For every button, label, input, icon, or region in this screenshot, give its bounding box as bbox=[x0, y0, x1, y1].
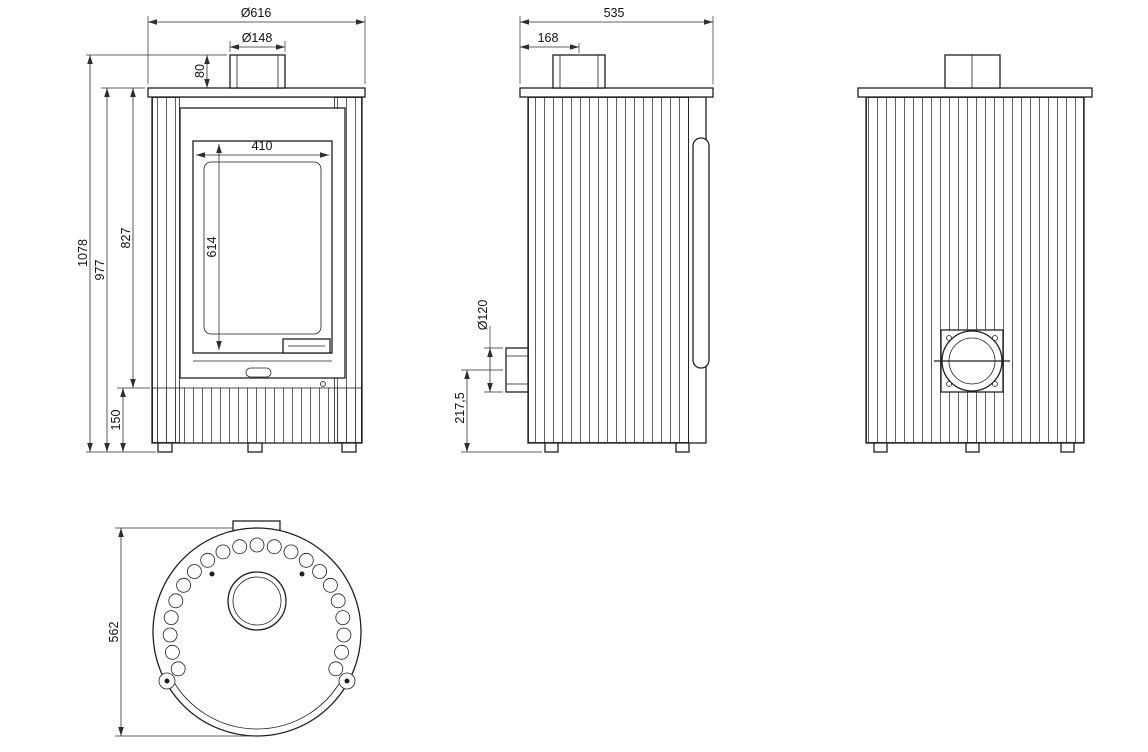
top-front-rim bbox=[172, 680, 342, 730]
front-door bbox=[179, 107, 346, 387]
side-view bbox=[505, 54, 714, 453]
side-door-handle bbox=[692, 137, 710, 369]
side-dimensions: 535 168 Ø120 217,5 bbox=[453, 6, 714, 453]
front-air-control bbox=[282, 338, 331, 354]
dim-front-base-height: 150 bbox=[109, 410, 123, 431]
side-flue-collar bbox=[552, 54, 606, 89]
top-flue-opening bbox=[227, 571, 287, 631]
dim-side-outlet-center-height: 217,5 bbox=[453, 392, 467, 423]
dim-front-flue-height: 80 bbox=[193, 64, 207, 78]
back-view bbox=[857, 54, 1093, 453]
dim-side-depth: 535 bbox=[604, 6, 625, 20]
dim-front-total-height: 1078 bbox=[76, 239, 90, 267]
side-rear-outlet bbox=[505, 347, 529, 393]
side-feet bbox=[544, 442, 690, 453]
dim-front-body-height: 977 bbox=[93, 260, 107, 281]
front-top-plate bbox=[147, 87, 366, 98]
dim-side-flue-offset: 168 bbox=[538, 31, 559, 45]
top-view bbox=[152, 520, 362, 737]
top-bolts bbox=[158, 571, 356, 690]
front-glass bbox=[203, 161, 322, 335]
front-left-slat-panel bbox=[152, 97, 180, 443]
top-dimensions: 562 bbox=[107, 527, 257, 737]
back-feet bbox=[873, 442, 1075, 453]
front-flue-collar bbox=[229, 54, 286, 89]
side-top-plate bbox=[519, 87, 714, 98]
top-outline bbox=[152, 527, 362, 737]
back-rear-outlet bbox=[934, 329, 1010, 393]
front-ash-handle bbox=[245, 367, 272, 378]
front-base-slat-band bbox=[152, 387, 362, 444]
front-feet bbox=[157, 442, 357, 453]
dim-front-flue-diameter: Ø148 bbox=[242, 31, 273, 45]
back-flue-collar bbox=[944, 54, 1001, 89]
side-slat-panel bbox=[528, 97, 689, 443]
dim-top-depth: 562 bbox=[107, 622, 121, 643]
dim-front-overall-width: Ø616 bbox=[241, 6, 272, 20]
front-dimensions: Ø616 Ø148 80 1078 977 827 150 410 614 bbox=[76, 6, 366, 453]
dim-front-door-section-height: 827 bbox=[119, 228, 133, 249]
back-top-plate bbox=[857, 87, 1093, 98]
front-view bbox=[147, 54, 366, 453]
dim-side-outlet-diameter: Ø120 bbox=[476, 300, 490, 331]
dim-front-glass-width: 410 bbox=[252, 139, 273, 153]
dim-front-glass-height: 614 bbox=[205, 237, 219, 258]
front-door-pin bbox=[320, 381, 326, 387]
top-convection-holes bbox=[162, 537, 352, 677]
